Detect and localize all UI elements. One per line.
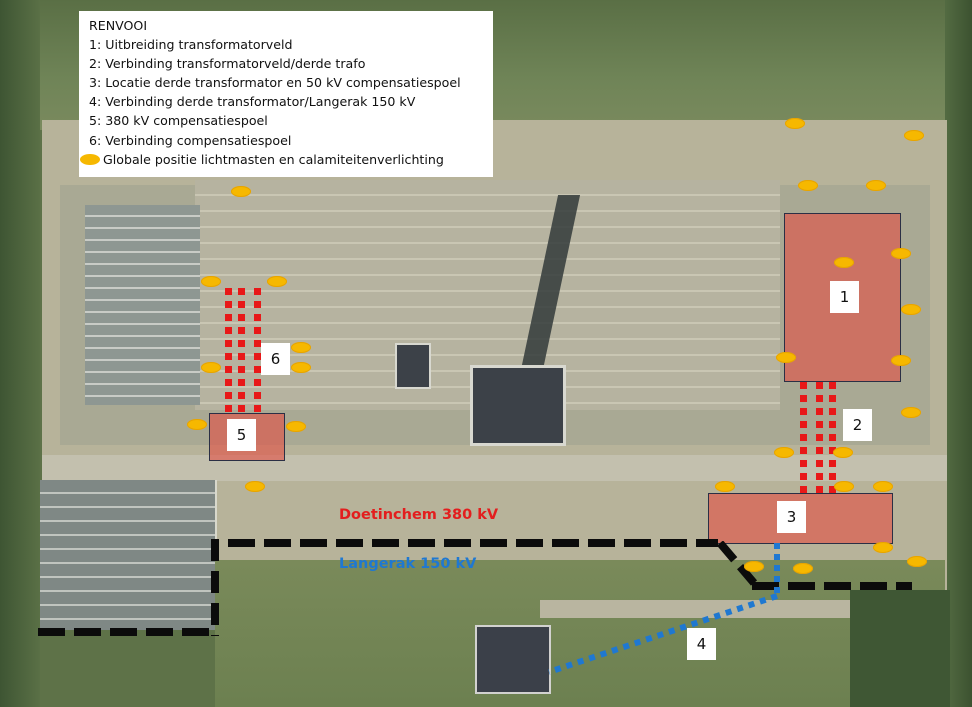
connection-2-line-c [829, 382, 836, 493]
lamp-post-marker [907, 556, 927, 567]
zone-5-label: 5 [227, 419, 256, 451]
lamp-post-marker [774, 447, 794, 458]
legend-box: RENVOOI 1: Uitbreiding transformatorveld… [79, 11, 493, 177]
aerial-hedge-left [0, 0, 40, 707]
lamp-post-marker [834, 257, 854, 268]
lamp-post-marker [776, 352, 796, 363]
lamp-post-marker [891, 355, 911, 366]
doetinchem-cable-segment-vertical [211, 539, 219, 636]
switchgear-bay-left [85, 205, 200, 405]
lamp-post-marker [245, 481, 265, 492]
trees-bottom-right [850, 590, 950, 707]
legend-item-3: 3: Locatie derde transformator en 50 kV … [89, 75, 461, 91]
route-label-langerak: Langerak 150 kV [339, 556, 477, 572]
connection-4-line-diagonal [545, 592, 781, 676]
legend-item-5: 5: 380 kV compensatiespoel [89, 113, 268, 129]
lamp-post-marker [834, 481, 854, 492]
control-building [470, 365, 566, 446]
lamp-post-marker [785, 118, 805, 129]
legend-title: RENVOOI [89, 18, 148, 33]
connection-2-line-b [816, 382, 823, 493]
lamp-post-marker [901, 407, 921, 418]
doetinchem-cable-segment-main [228, 539, 718, 547]
legend-item-4: 4: Verbinding derde transformator/Langer… [89, 94, 416, 110]
lamp-marker-icon [80, 153, 100, 165]
connection-4-line-vertical [774, 543, 780, 597]
lamp-post-marker [201, 276, 221, 287]
lamp-post-marker [904, 130, 924, 141]
connection-6-line-b [238, 288, 245, 413]
lamp-post-marker [873, 542, 893, 553]
legend-lamp-label: Globale positie lichtmasten en calamitei… [103, 151, 444, 167]
lamp-post-marker [715, 481, 735, 492]
zone-3-label: 3 [777, 501, 806, 533]
legend-item-6: 6: Verbinding compensatiespoel [89, 132, 292, 148]
connection-2-label: 2 [843, 409, 872, 441]
lamp-post-marker [291, 342, 311, 353]
legend-item-2: 2: Verbinding transformatorveld/derde tr… [89, 56, 366, 72]
lamp-post-marker [201, 362, 221, 373]
lamp-post-marker [866, 180, 886, 191]
lamp-post-marker [286, 421, 306, 432]
lamp-post-marker [744, 561, 764, 572]
connection-6-label: 6 [261, 343, 290, 375]
access-road [540, 600, 950, 618]
aerial-hedge-right [945, 0, 972, 707]
langerak-150kv-building [475, 625, 551, 694]
lamp-post-marker [901, 304, 921, 315]
legend-item-1: 1: Uitbreiding transformatorveld [89, 37, 293, 53]
lamp-post-marker [873, 481, 893, 492]
lamp-post-marker [187, 419, 207, 430]
zone-1-label: 1 [830, 281, 859, 313]
internal-road [42, 455, 947, 481]
doetinchem-cable-segment-diagonal [716, 540, 764, 587]
legend-item-lamp: Globale positie lichtmasten en calamitei… [80, 150, 493, 169]
route-label-doetinchem: Doetinchem 380 kV [339, 507, 499, 523]
connection-6-line-a [225, 288, 232, 413]
lamp-post-marker [891, 248, 911, 259]
lamp-post-marker [833, 447, 853, 458]
connection-6-line-c [254, 288, 261, 413]
lamp-post-marker [291, 362, 311, 373]
lamp-post-marker [793, 563, 813, 574]
doetinchem-cable-segment-bottom [38, 628, 216, 636]
lamp-post-marker [267, 276, 287, 287]
lamp-post-marker [798, 180, 818, 191]
small-building [395, 343, 431, 389]
switchgear-bay-bottom-left [40, 480, 217, 630]
lamp-post-marker [231, 186, 251, 197]
doetinchem-cable-segment-east [752, 582, 912, 590]
connection-2-line-a [800, 382, 807, 493]
connection-4-label: 4 [687, 628, 716, 660]
